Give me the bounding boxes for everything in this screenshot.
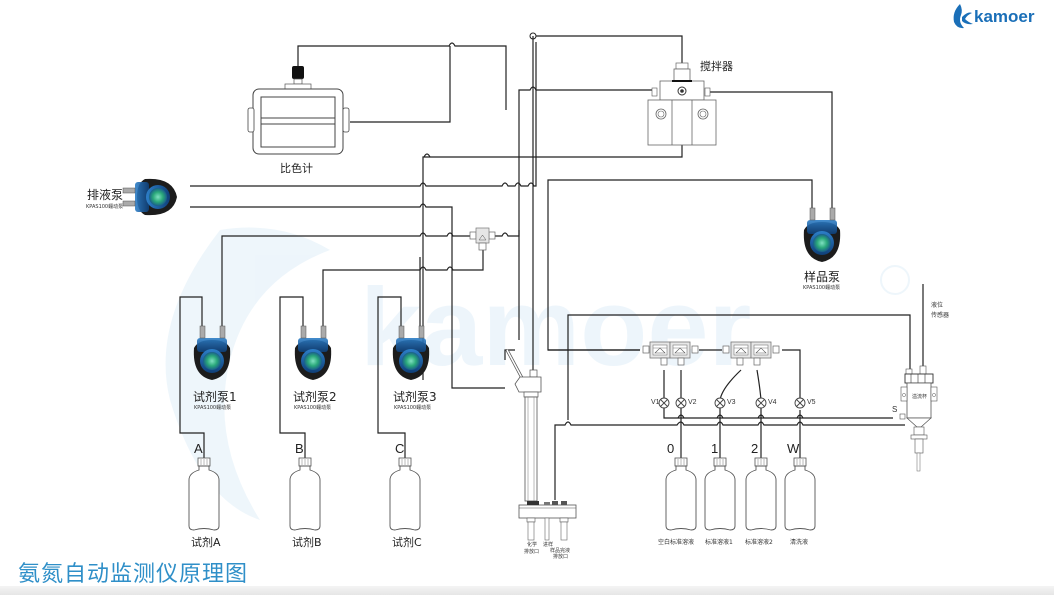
bottle-standard-2 bbox=[745, 457, 777, 531]
reagent-pump-3-model: KPAS100蠕动泵 bbox=[394, 405, 432, 411]
bottle-c-letter: C bbox=[395, 441, 405, 456]
tube-v1 bbox=[663, 370, 893, 419]
bottle-reagent-c bbox=[389, 457, 421, 531]
solenoid-block-1 bbox=[642, 341, 699, 366]
valve-v5-icon bbox=[794, 397, 806, 409]
tube-upper-loop bbox=[567, 314, 911, 420]
valve-v2-label: V2 bbox=[688, 399, 697, 406]
tube-bus-1 bbox=[423, 153, 431, 158]
reagent-pump-1 bbox=[193, 325, 231, 380]
bottle-c-label: 试剂C bbox=[392, 536, 422, 549]
kamoer-logo-text: kamoer bbox=[974, 7, 1035, 26]
colorimeter bbox=[247, 66, 350, 155]
bottle-wash bbox=[784, 457, 816, 531]
valve-v3-icon bbox=[714, 397, 726, 409]
outlet-sample-drain-line2: 排放口 bbox=[553, 554, 569, 560]
level-sensor-label-1: 液位 bbox=[931, 302, 944, 309]
mixing-tee bbox=[469, 227, 496, 251]
tube-valve-right bbox=[782, 349, 801, 400]
stirrer-label: 搅拌器 bbox=[700, 60, 733, 73]
bottle-b-label: 试剂B bbox=[292, 536, 322, 549]
bottle-a-letter: A bbox=[194, 441, 203, 456]
reagent-pump-1-model: KPAS100蠕动泵 bbox=[194, 405, 232, 411]
bottle-1-letter: 1 bbox=[711, 441, 719, 456]
reagent-pump-3 bbox=[392, 325, 430, 380]
valve-v4-label: V4 bbox=[768, 399, 777, 406]
reagent-pump-2-label: 试剂泵2 bbox=[293, 390, 337, 404]
tube-reagent2 bbox=[322, 250, 484, 330]
bottle-standard-1 bbox=[704, 457, 736, 531]
drain-pump-model: KPAS100蠕动泵 bbox=[86, 204, 124, 210]
tube-upper-bus-bumps bbox=[677, 414, 804, 419]
background-watermark: kamoer bbox=[165, 227, 910, 520]
overflow-cup bbox=[899, 365, 938, 472]
bottle-b-letter: B bbox=[295, 441, 304, 456]
stirrer bbox=[647, 62, 717, 146]
bottle-0-label: 空白标准溶液 bbox=[658, 539, 695, 546]
valve-v4-icon bbox=[755, 397, 767, 409]
bottle-standard-0 bbox=[665, 457, 697, 531]
tube-drain-pump-out2 bbox=[190, 203, 505, 389]
reagent-pump-2 bbox=[294, 325, 332, 380]
kamoer-logo: kamoer bbox=[950, 2, 1050, 32]
outlet-sample-drain-line1: 样品完液 bbox=[550, 548, 571, 554]
page-title: 氨氮自动监测仪原理图 bbox=[18, 562, 249, 587]
bottom-band bbox=[0, 586, 1054, 595]
colorimeter-label: 比色计 bbox=[280, 162, 313, 175]
reagent-pump-2-model: KPAS100蠕动泵 bbox=[294, 405, 332, 411]
outlet-chem-line2: 排放口 bbox=[524, 549, 540, 555]
bottle-w-label: 清洗液 bbox=[790, 539, 809, 546]
sample-pump-label: 样品泵 bbox=[804, 270, 841, 284]
outlet-manifold bbox=[518, 501, 577, 541]
outlet-chem-line1: 化学 bbox=[527, 542, 538, 548]
solenoid-block-2 bbox=[722, 341, 780, 366]
reagent-pump-3-label: 试剂泵3 bbox=[393, 390, 437, 404]
tube-colorimeter-right bbox=[350, 46, 451, 123]
tube-reactor-left bbox=[504, 349, 515, 360]
kamoer-logo-icon bbox=[953, 4, 973, 29]
tube-drain-pump-out1 bbox=[190, 42, 537, 187]
bottle-2-letter: 2 bbox=[751, 441, 759, 456]
valve-v3-label: V3 bbox=[727, 399, 736, 406]
tube-bottle-c bbox=[377, 296, 406, 458]
tube-stirrer-right bbox=[708, 91, 833, 210]
bottle-reagent-b bbox=[289, 457, 321, 531]
tube-bottle-a bbox=[179, 296, 205, 458]
tube-top-to-stirrer bbox=[533, 35, 683, 68]
valve-v1-icon bbox=[658, 397, 670, 409]
reagent-pump-1-label: 试剂泵1 bbox=[193, 390, 237, 404]
reactor-column bbox=[505, 349, 542, 502]
tube-colorimeter-top bbox=[297, 42, 507, 110]
overflow-cup-label: 溢流杯 bbox=[912, 394, 928, 400]
valve-v2-icon bbox=[675, 397, 687, 409]
valve-v1-label: V1 bbox=[651, 399, 660, 406]
bottle-1-label: 标准溶液1 bbox=[705, 539, 733, 546]
tube-mixer-right bbox=[492, 230, 520, 237]
tube-reagent1 bbox=[221, 232, 475, 330]
sample-pump-model: KPAS100蠕动泵 bbox=[803, 285, 841, 291]
drain-pump bbox=[122, 178, 177, 216]
bottle-2-label: 标准溶液2 bbox=[745, 539, 773, 546]
level-sensor-label-2: 传感器 bbox=[931, 312, 950, 319]
bottle-a-label: 试剂A bbox=[191, 536, 221, 549]
drain-pump-label: 排液泵 bbox=[87, 188, 124, 202]
tube-lower-bus bbox=[554, 421, 905, 500]
bottle-w-letter: W bbox=[787, 441, 800, 456]
outlet-sample-in: 进样 bbox=[543, 542, 554, 548]
overflow-port-s: S bbox=[892, 405, 898, 414]
valve-v5-label: V5 bbox=[807, 399, 816, 406]
sample-pump bbox=[803, 207, 841, 262]
tube-bottle-b bbox=[279, 296, 306, 458]
bottle-0-letter: 0 bbox=[667, 441, 675, 456]
